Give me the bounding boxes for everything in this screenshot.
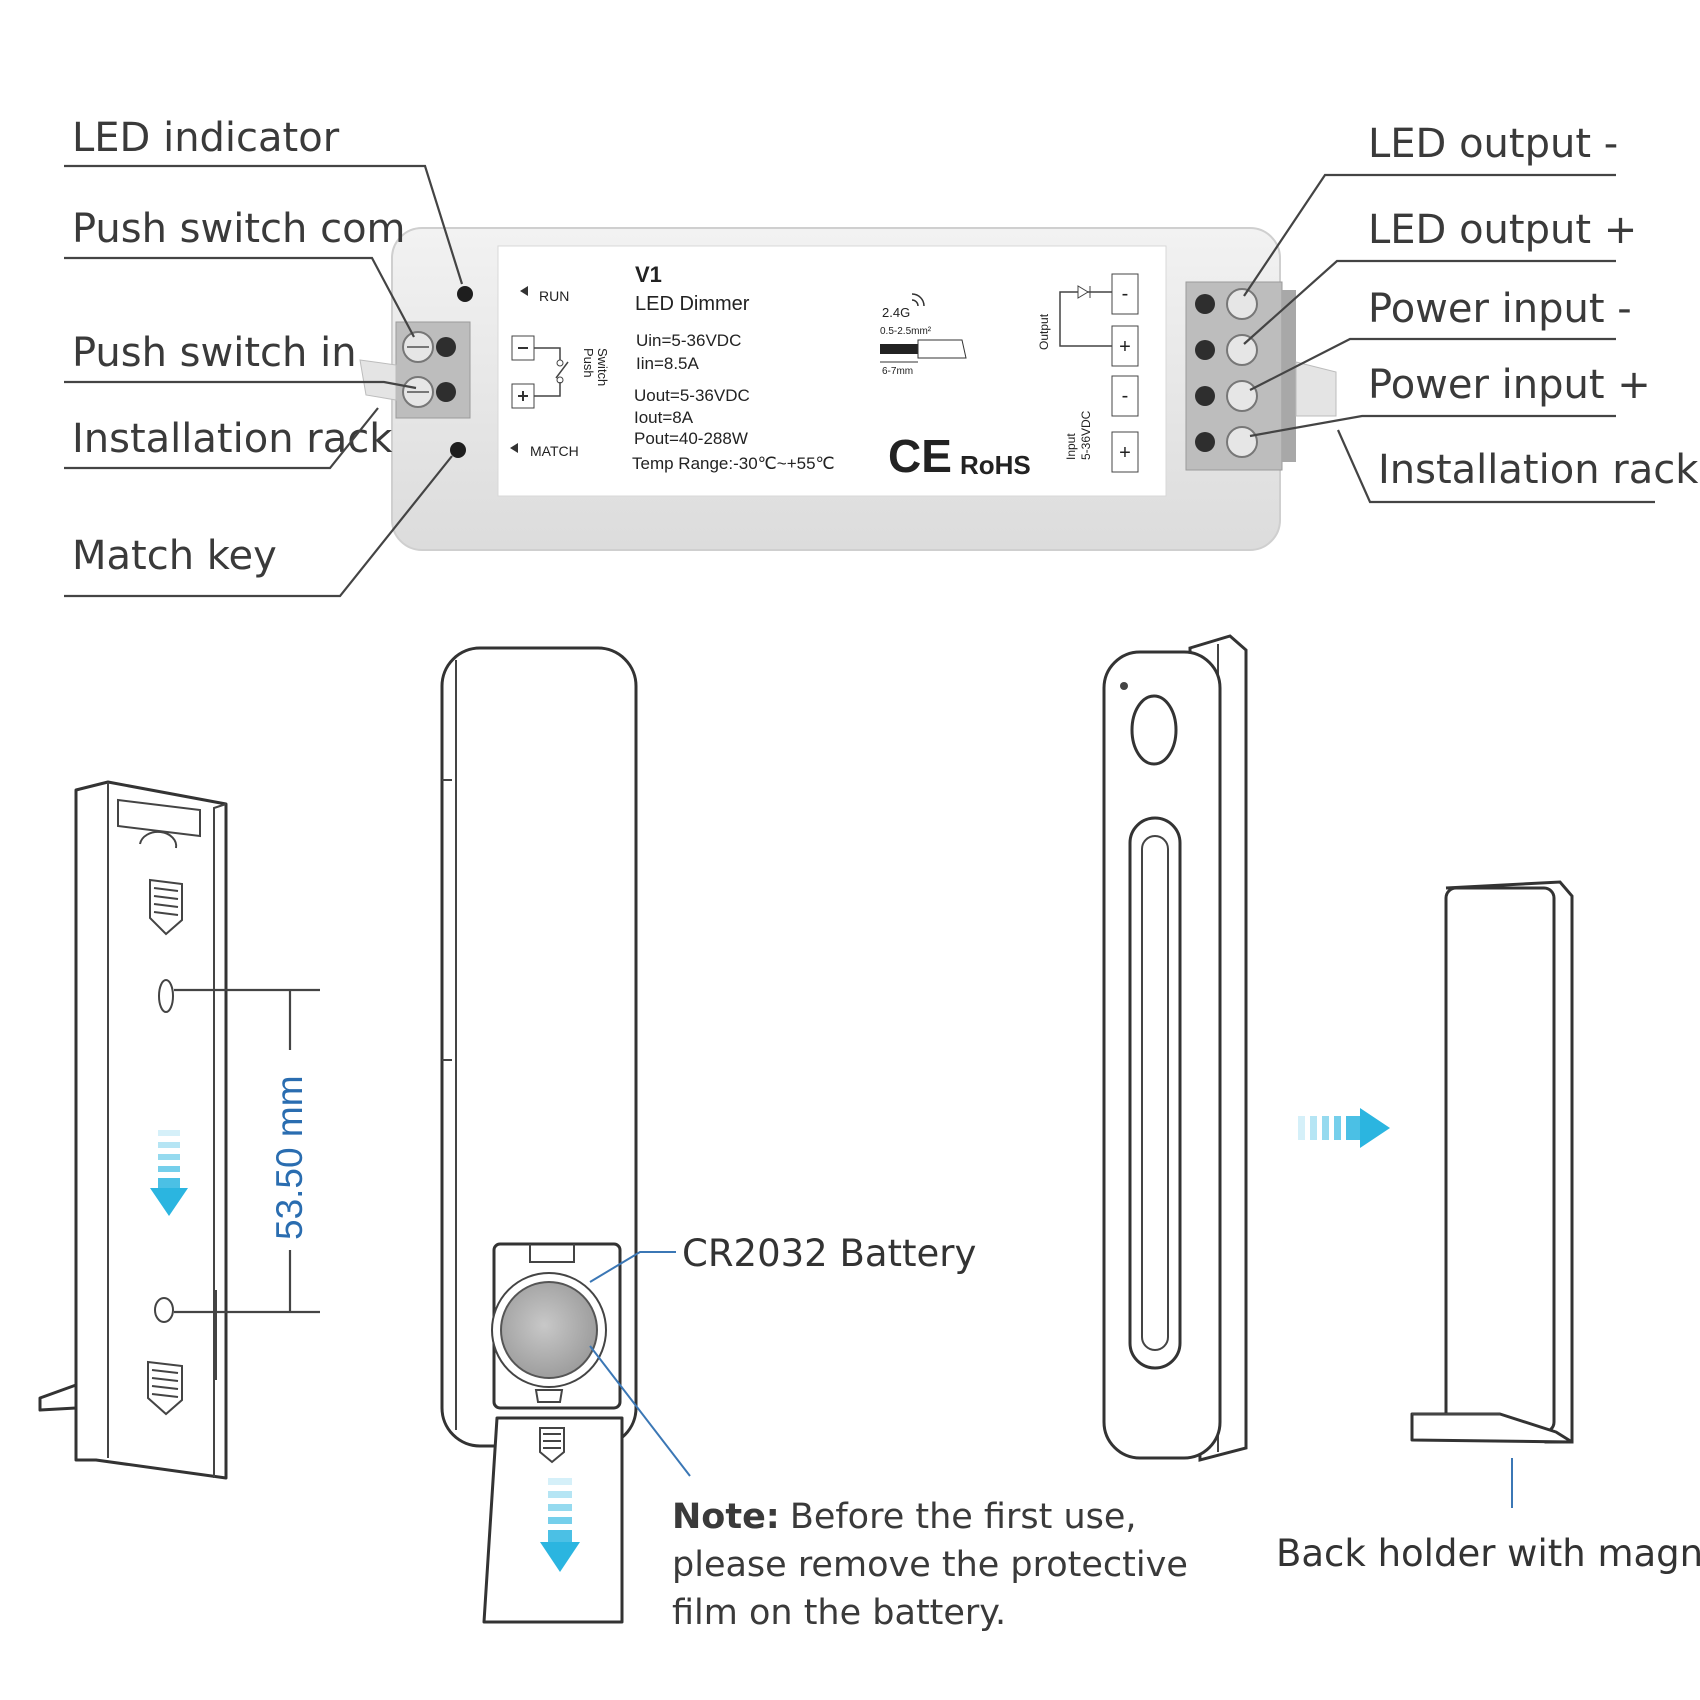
callout-led-output-minus: LED output -	[1368, 121, 1618, 167]
model-label: V1	[635, 262, 662, 287]
note-line-2: please remove the protective	[672, 1545, 1188, 1585]
callout-push-switch-in: Push switch in	[72, 330, 357, 376]
spec-temp: Temp Range:-30℃~+55℃	[632, 454, 835, 473]
battery-label: CR2032 Battery	[682, 1232, 976, 1275]
remote-back-view	[38, 780, 228, 1480]
output-input-wiring-symbol	[1059, 273, 1139, 473]
product-name: LED Dimmer	[635, 293, 750, 315]
frequency-label: 2.4G	[882, 305, 910, 320]
cover-vent-grille	[539, 1427, 565, 1464]
left-terminal-block	[395, 321, 471, 419]
wire-gauge-label: 0.5-2.5mm²	[880, 326, 932, 337]
cr2032-battery	[500, 1281, 598, 1379]
match-key-dot	[450, 442, 466, 458]
right-callouts: LED output - LED output + Power input - …	[1243, 121, 1699, 504]
holder-plate	[1444, 886, 1556, 1434]
mount-hole-bottom	[154, 1297, 174, 1323]
holder-label: Back holder with magnet	[1276, 1532, 1700, 1575]
vent-grille-top	[149, 878, 183, 936]
input-plus-label: +	[1119, 442, 1131, 464]
ce-mark: CE	[888, 430, 952, 482]
leader-note	[589, 1345, 691, 1477]
callout-push-switch-com: Push switch com	[72, 206, 406, 252]
match-arrow-icon	[510, 443, 518, 453]
leader-led-indicator	[64, 164, 464, 285]
output-plus-label: +	[1119, 336, 1131, 358]
input-voltage-label: 5-36VDC	[1079, 410, 1093, 460]
mount-hole-top	[158, 979, 174, 1013]
power-button	[1130, 694, 1178, 766]
spec-iout: Iout=8A	[634, 408, 694, 427]
attach-right-arrow-icon	[1298, 1108, 1390, 1148]
note-line-3: film on the battery.	[672, 1593, 1006, 1633]
leader-installation-rack-left	[64, 407, 379, 470]
spec-iin: Iin=8.5A	[636, 354, 700, 373]
vent-grille-bottom	[147, 1360, 183, 1416]
note-line-1: Note:Before the first use,	[672, 1497, 1137, 1537]
back-holder	[1410, 880, 1574, 1444]
spec-uin: Uin=5-36VDC	[636, 331, 741, 350]
note-text-1: Before the first use,	[790, 1497, 1137, 1537]
callout-installation-rack-right: Installation rack	[1378, 447, 1699, 493]
dimming-touch-strip	[1128, 816, 1182, 1370]
dimension-annotation: 53.50 mm	[174, 988, 320, 1314]
input-minus-label: -	[1122, 385, 1129, 407]
callout-installation-rack-left: Installation rack	[72, 416, 393, 462]
controller-unit: RUN MATCH Push Switch V1 LED Dimmer Uin=…	[359, 227, 1337, 551]
leader-power-input-minus	[1249, 337, 1616, 391]
leader-installation-rack-right	[1336, 429, 1655, 504]
run-label: RUN	[539, 288, 569, 304]
callout-led-output-plus: LED output +	[1368, 207, 1637, 253]
right-installation-rack-tab	[1295, 361, 1337, 417]
rohs-mark: RoHS	[960, 450, 1031, 480]
leader-push-switch-in	[64, 380, 417, 390]
input-label: Input	[1064, 433, 1078, 460]
output-label: Output	[1037, 313, 1051, 350]
strip-length-label: 6-7mm	[882, 366, 913, 377]
remote-battery-view	[440, 646, 638, 1624]
push-switch-symbol	[511, 335, 569, 409]
callout-power-input-plus: Power input +	[1368, 362, 1651, 408]
run-arrow-icon	[520, 286, 528, 296]
label-plate	[497, 245, 1167, 497]
remote-front-view	[1102, 634, 1248, 1462]
hanging-tab	[38, 1383, 78, 1412]
battery-cover-notch	[139, 830, 178, 849]
leader-led-output-minus	[1243, 173, 1616, 297]
switch-label: Switch	[595, 348, 610, 386]
left-callouts: LED indicator Push switch com Push switc…	[64, 115, 464, 598]
spec-pout: Pout=40-288W	[634, 429, 748, 448]
right-terminal-block	[1185, 281, 1296, 471]
slide-down-arrow-icon	[150, 1130, 188, 1216]
note-bold: Note:	[672, 1497, 780, 1537]
callout-led-indicator: LED indicator	[72, 115, 340, 161]
indicator-led-icon	[1120, 682, 1128, 690]
callout-match-key: Match key	[72, 533, 277, 579]
match-label: MATCH	[530, 443, 579, 459]
callout-power-input-minus: Power input -	[1368, 286, 1632, 332]
leader-led-output-plus	[1243, 259, 1616, 345]
push-label: Push	[581, 348, 596, 378]
output-minus-label: -	[1122, 283, 1129, 305]
led-indicator-dot	[457, 286, 473, 302]
spec-uout: Uout=5-36VDC	[634, 386, 750, 405]
leader-push-switch-com	[64, 256, 415, 338]
leader-match-key	[64, 455, 453, 598]
wireless-icon	[911, 293, 925, 307]
leader-power-input-plus	[1249, 414, 1616, 438]
note-block: Note:Before the first use, please remove…	[672, 1497, 1188, 1633]
left-installation-rack-tab	[359, 359, 397, 401]
leader-battery	[589, 1251, 676, 1283]
slide-down-arrow-icon	[540, 1478, 580, 1572]
wire-strip-icon	[880, 339, 967, 363]
dimension-label: 53.50 mm	[269, 1075, 310, 1240]
